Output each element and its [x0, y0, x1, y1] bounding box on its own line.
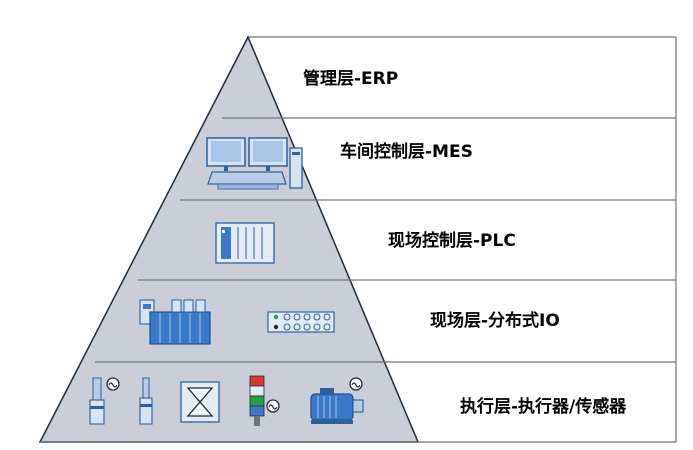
layer-label-mes: 车间控制层-MES: [340, 141, 473, 162]
io-module-icon: [267, 311, 335, 333]
sensor-icon: [139, 377, 153, 425]
plc-icon: [215, 222, 275, 264]
workstation-icon: [206, 137, 303, 190]
distributed-io-icon: [139, 299, 211, 345]
proximity-sensor-icon: [89, 377, 120, 425]
layer-label-plc: 现场控制层-PLC: [388, 230, 516, 251]
signal-tower-icon: [249, 375, 280, 426]
motor-icon: [310, 377, 364, 424]
layer-label-io: 现场层-分布式IO: [430, 310, 560, 331]
layer-label-actuator: 执行层-执行器/传感器: [460, 396, 627, 417]
layer-label-erp: 管理层-ERP: [303, 68, 398, 89]
valve-icon: [180, 381, 220, 423]
layer-dividers: [40, 36, 677, 443]
